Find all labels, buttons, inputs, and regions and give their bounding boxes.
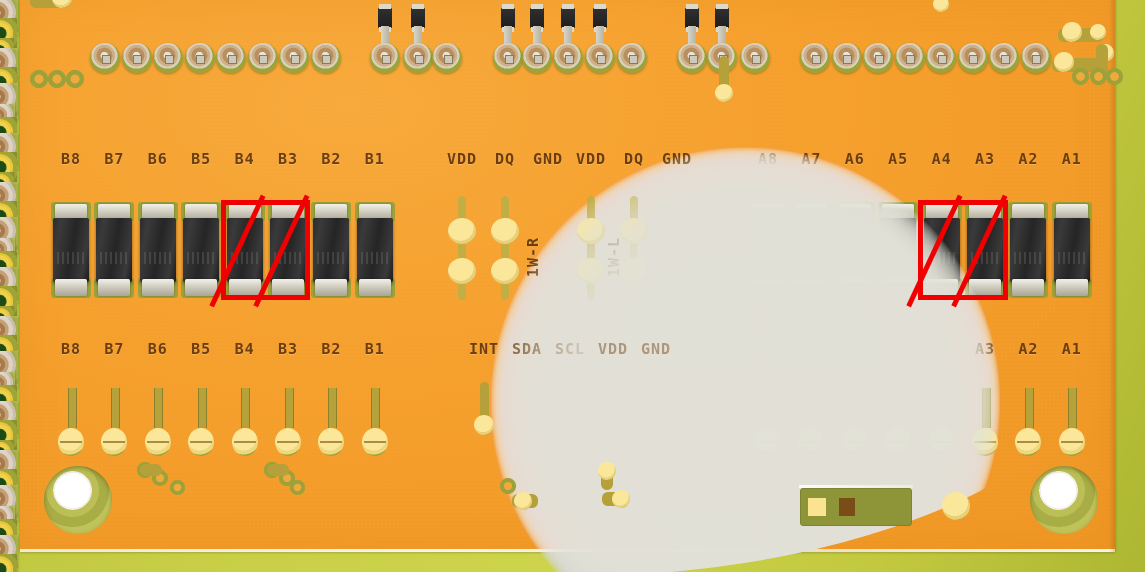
via-tr-1 [1062, 22, 1082, 42]
via-ring-tr-0 [1072, 68, 1089, 85]
annotation-slash [951, 194, 1008, 307]
via-ring-tl-0 [30, 70, 48, 88]
header-pin-top-left-3[interactable] [153, 43, 183, 73]
via-ring-tr-2 [1106, 68, 1123, 85]
center-bottom-trace [480, 382, 489, 428]
via-cluster-a-2 [170, 480, 185, 495]
via-tr-3 [1054, 52, 1074, 72]
trace-cluster-b [267, 464, 289, 476]
via-small-c [500, 478, 516, 494]
via-corner-tl [52, 0, 72, 8]
mounting-hole-right [1030, 466, 1098, 534]
trace-cluster-a [140, 464, 162, 476]
header-pin-top-left-2[interactable] [121, 43, 152, 73]
mounting-hole-left [44, 466, 112, 534]
bank-a-pad-low-1[interactable] [0, 554, 17, 572]
via-fill-d2 [612, 490, 630, 508]
annotation-box-left-highlight [209, 194, 310, 307]
header-pin-top-right-b-7[interactable] [989, 43, 1019, 73]
via-fill-d1 [598, 462, 616, 480]
via-tr-2 [1090, 24, 1106, 40]
header-pin-top-right-b-8[interactable] [1020, 43, 1051, 73]
via-ring-tl-1 [48, 70, 66, 88]
center-bottom-via [474, 415, 494, 435]
smd-footprint-bottom [799, 485, 913, 526]
annotation-box-right-highlight [906, 194, 1008, 307]
header-pin-top-right-b-6[interactable] [957, 43, 988, 73]
trace-corner-tl [30, 0, 64, 8]
header-pin-top-left-1[interactable] [90, 43, 120, 73]
via-top-loose [933, 0, 949, 12]
annotation-slash [253, 194, 310, 307]
via-bottom-single [942, 492, 970, 520]
via-fill-c [514, 492, 532, 510]
via-ring-tr-1 [1090, 68, 1107, 85]
via-ring-tl-2 [66, 70, 84, 88]
via-cluster-b-2 [290, 480, 305, 495]
